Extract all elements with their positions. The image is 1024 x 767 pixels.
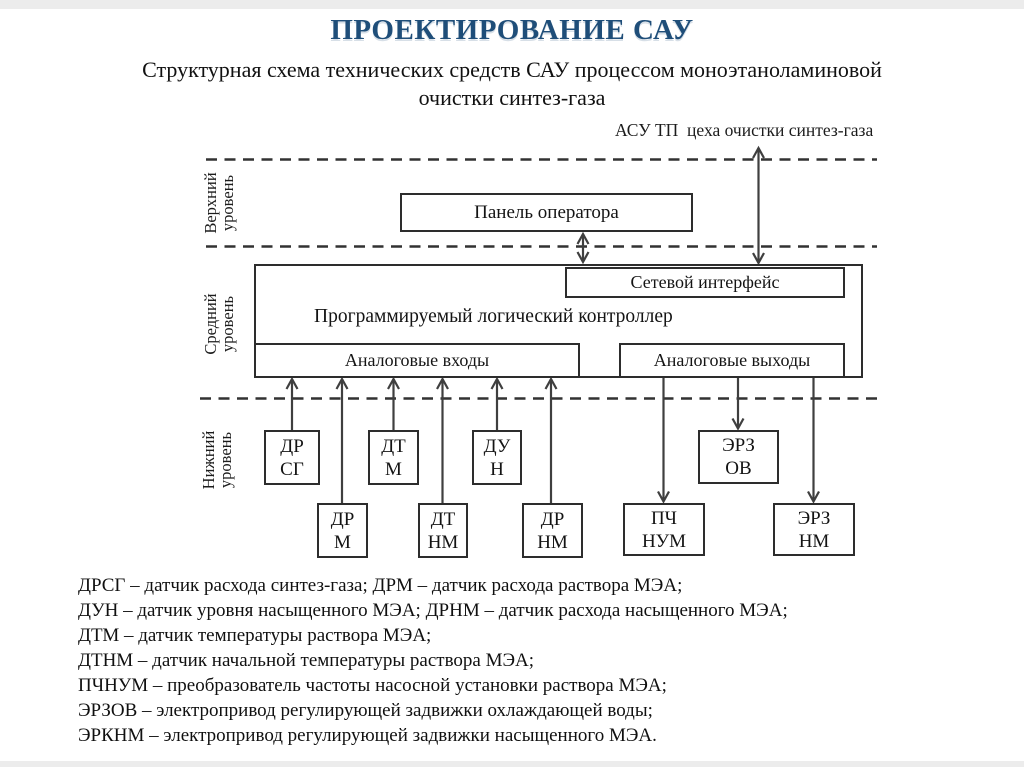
analog-inputs-label: Аналоговые входы [344, 350, 490, 370]
device-erzov-line2: ОВ [725, 458, 752, 479]
device-box-pchnum: ПЧ НУМ [623, 503, 705, 556]
top-edge-strip [0, 0, 1024, 9]
level-label-lower-line2: уровень [216, 431, 235, 489]
legend-line: ЭРКНМ – электропривод регулирующей задви… [78, 725, 657, 746]
level-label-middle: Средний уровень [201, 293, 237, 355]
device-box-dtm: ДТ М [368, 430, 419, 485]
abbreviation-legend: ДРСГ – датчик расхода синтез-газа; ДРМ –… [78, 573, 788, 748]
device-dtnm-line2: НМ [427, 531, 459, 553]
device-dtm-line1: ДТ [381, 435, 406, 457]
analog-outputs-box: Аналоговые выходы [619, 343, 845, 378]
device-drsg-line2: СГ [280, 458, 304, 480]
level-label-middle-line2: уровень [218, 295, 237, 353]
level-label-lower-line1: Нижний [199, 430, 218, 490]
legend-line: ДТМ – датчик температуры раствора МЭА; [78, 625, 432, 646]
device-box-drnm: ДР НМ [522, 503, 583, 558]
bottom-edge-strip [0, 761, 1024, 767]
device-drnm-line1: ДР [540, 508, 565, 530]
device-box-dtnm: ДТ НМ [418, 503, 468, 558]
legend-line: ПЧНУМ – преобразователь частоты насосной… [78, 675, 667, 696]
device-erzov-line1: ЭРЗ [722, 435, 755, 456]
analog-inputs-box: Аналоговые входы [254, 343, 580, 378]
device-erznm-line1: ЭРЗ [797, 507, 831, 529]
device-box-drm: ДР М [317, 503, 368, 558]
device-box-erznm: ЭРЗ НМ [773, 503, 855, 556]
device-dun-line1: ДУ [483, 435, 511, 457]
asu-tp-system-label: АСУ ТП цеха очистки синтез-газа [615, 120, 874, 140]
legend-line: ДРСГ – датчик расхода синтез-газа; ДРМ –… [78, 575, 683, 596]
operator-panel-label: Панель оператора [474, 201, 619, 223]
device-erznm-line2: НМ [798, 530, 830, 552]
device-dun-line2: Н [490, 458, 504, 480]
device-drsg-line1: ДР [280, 435, 304, 457]
device-drm-line2: М [334, 531, 351, 553]
network-interface-box: Сетевой интерфейс [565, 267, 845, 298]
plc-label: Программируемый логический контроллер [314, 306, 673, 327]
level-label-upper-line1: Верхний [201, 172, 220, 234]
device-drm-line1: ДР [330, 508, 355, 530]
slide-subtitle: Структурная схема технических средств СА… [0, 56, 1024, 112]
subtitle-line-2: очистки синтез-газа [418, 85, 606, 110]
level-label-upper: Верхний уровень [201, 172, 237, 234]
device-pchnum-line1: ПЧ [650, 507, 678, 529]
operator-panel-box: Панель оператора [400, 193, 693, 232]
subtitle-line-1: Структурная схема технических средств СА… [142, 57, 882, 82]
device-drnm-line2: НМ [537, 531, 568, 553]
level-label-lower: Нижний уровень [199, 430, 235, 490]
slide-title: ПРОЕКТИРОВАНИЕ САУ [330, 14, 694, 46]
legend-line: ДУН – датчик уровня насыщенного МЭА; ДРН… [78, 600, 788, 621]
device-pchnum-line2: НУМ [641, 530, 687, 552]
level-label-upper-line2: уровень [218, 174, 237, 232]
legend-line: ДТНМ – датчик начальной температуры раст… [78, 650, 535, 671]
device-dtm-line2: М [385, 458, 402, 480]
device-box-erzov: ЭРЗ ОВ [698, 430, 779, 484]
device-dtnm-line1: ДТ [430, 508, 456, 530]
device-box-drsg: ДР СГ [264, 430, 320, 485]
legend-line: ЭРЗОВ – электропривод регулирующей задви… [78, 700, 653, 721]
device-box-dun: ДУ Н [472, 430, 522, 485]
level-label-middle-line1: Средний [201, 293, 220, 355]
network-interface-label: Сетевой интерфейс [630, 272, 780, 292]
analog-outputs-label: Аналоговые выходы [653, 350, 811, 370]
